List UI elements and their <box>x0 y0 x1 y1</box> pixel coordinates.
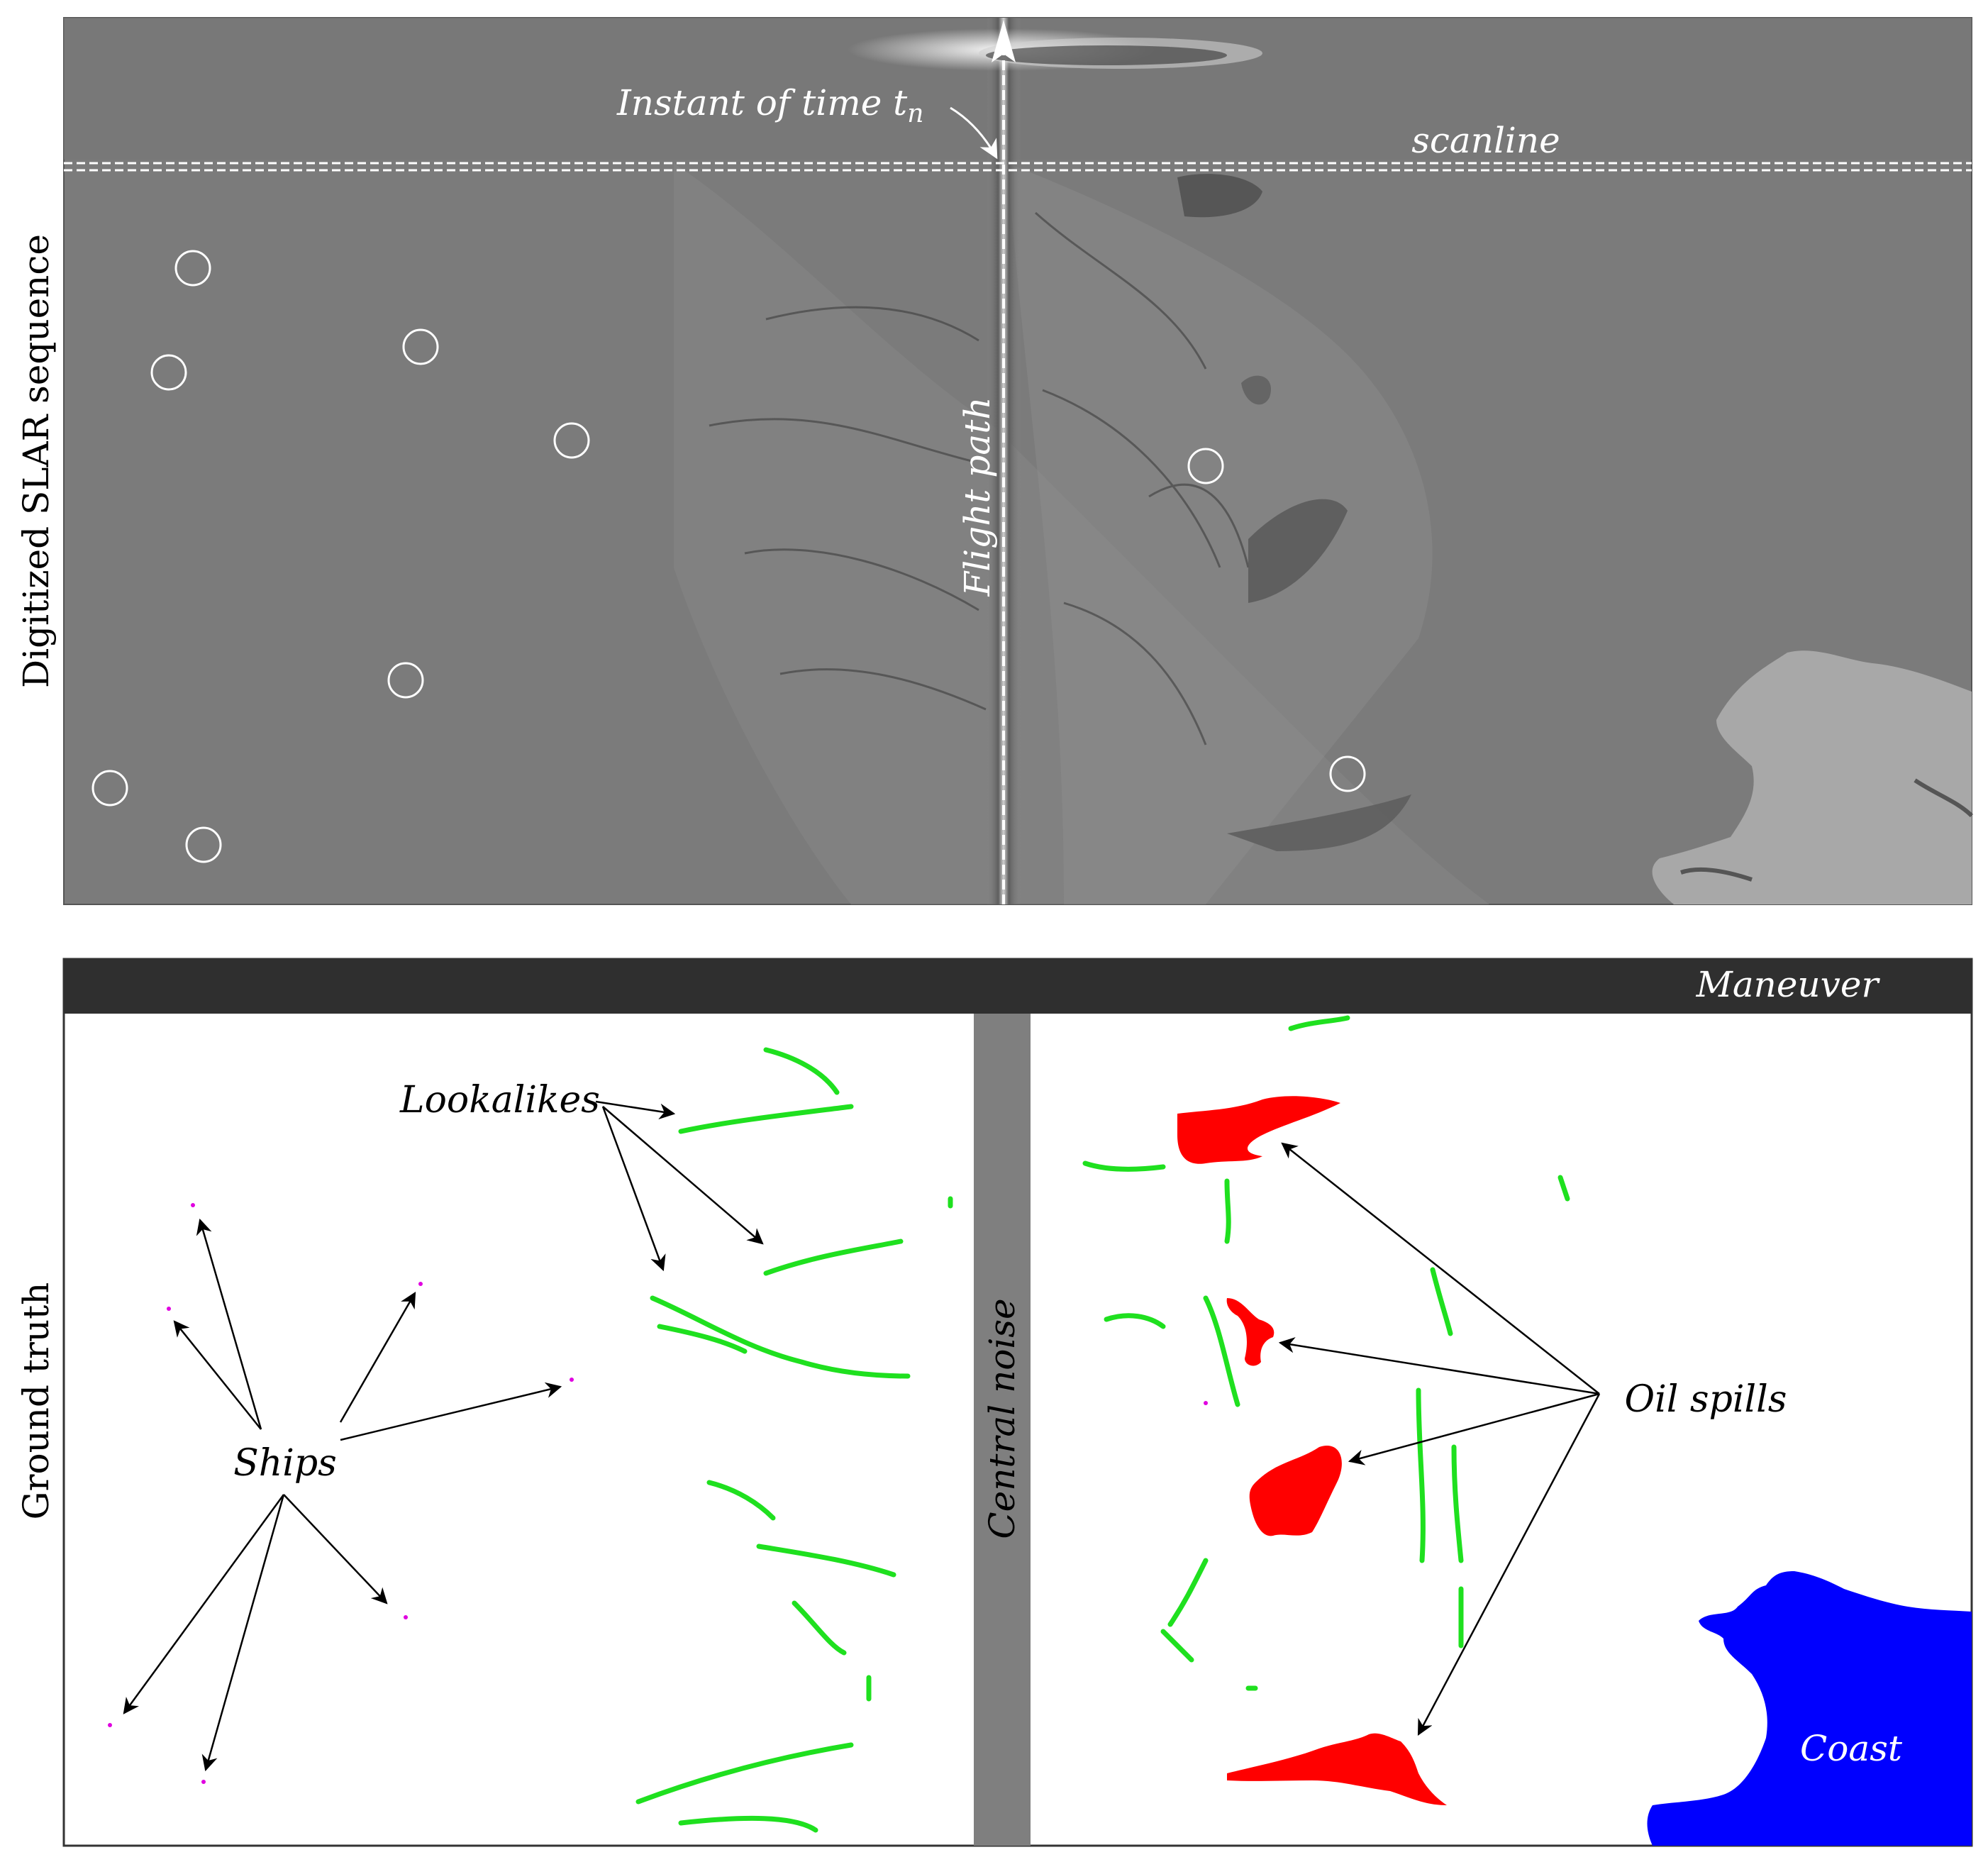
slick-patch-1 <box>1177 174 1262 218</box>
arrow <box>339 1292 416 1423</box>
sea-texture-region-right <box>1007 163 1433 904</box>
arrow <box>283 1494 388 1605</box>
ships-label: Ships <box>233 1442 337 1485</box>
oil-spill-2 <box>1226 1298 1275 1366</box>
arrow <box>123 1494 285 1714</box>
slick-patch-4 <box>1241 375 1271 405</box>
ship-dot <box>167 1307 171 1311</box>
lookalikes-label: Lookalikes <box>399 1079 600 1121</box>
ship-circle <box>402 328 439 365</box>
coast-label: Coast <box>1800 1728 1903 1769</box>
ship-dot <box>418 1282 423 1286</box>
ship-dot <box>108 1723 112 1727</box>
ship-circle <box>91 770 128 807</box>
ground-truth-panel: Maneuver Central noise <box>16 958 1973 1847</box>
oil-spill-3 <box>1249 1446 1342 1536</box>
oil-spill-1 <box>1177 1096 1340 1164</box>
ground-truth-label: Ground truth <box>16 1282 57 1520</box>
instant-of-time-label: Instant of time tn <box>616 82 923 128</box>
arrow <box>340 1382 562 1441</box>
arrow <box>1281 1142 1600 1395</box>
slick-patch-3 <box>1227 794 1411 851</box>
ship-circle <box>387 662 424 699</box>
arrow <box>1417 1393 1601 1736</box>
coast-region <box>1647 1571 1972 1846</box>
ship-markers <box>91 250 1366 863</box>
oil-spills-arrows <box>1278 1142 1601 1736</box>
arrow <box>201 1494 285 1772</box>
ship-circle <box>553 422 590 459</box>
ship-dot <box>191 1203 195 1207</box>
central-noise-label: Central noise <box>982 1298 1023 1539</box>
ships-arrows <box>123 1218 562 1772</box>
arrow <box>601 1106 666 1272</box>
ship-circle <box>1329 755 1366 792</box>
flight-path-arrowhead <box>992 20 1016 62</box>
lookalikes-arrows <box>595 1100 764 1272</box>
oil-spill-4 <box>1227 1733 1447 1805</box>
maneuver-bar <box>64 959 1972 1014</box>
ship-dot <box>201 1780 206 1784</box>
ship-dots <box>108 1203 1208 1784</box>
ship-dot <box>404 1615 408 1619</box>
digitized-slar-label: Digitized SLAR sequence <box>16 234 57 688</box>
instant-of-time-arrow <box>950 106 998 160</box>
ship-dot <box>570 1378 574 1382</box>
arrow <box>1348 1392 1600 1465</box>
ship-circle <box>150 354 187 391</box>
oil-spills-label: Oil spills <box>1625 1378 1787 1421</box>
coastline-land <box>1652 650 1972 904</box>
slick-streaks <box>709 211 1250 746</box>
central-noise-band <box>974 1014 1031 1846</box>
arrow <box>173 1320 262 1430</box>
ship-circle <box>174 250 211 287</box>
ship-circle <box>1187 448 1224 484</box>
scanline-label: scanline <box>1411 120 1560 161</box>
arrow <box>602 1106 764 1245</box>
flight-path-label: Flight path <box>957 397 998 597</box>
arrow <box>196 1218 262 1430</box>
ship-circle <box>185 826 222 863</box>
arrow <box>595 1100 676 1120</box>
slar-image-panel: Instant of time tn scanline Flight path … <box>16 17 1974 905</box>
slick-patch-2 <box>1248 499 1348 603</box>
sea-texture-region <box>674 163 1489 904</box>
maneuver-label: Maneuver <box>1696 964 1881 1005</box>
ship-dot <box>1204 1401 1208 1405</box>
lookalike-regions <box>635 1015 1570 1833</box>
arrow <box>1278 1337 1600 1395</box>
